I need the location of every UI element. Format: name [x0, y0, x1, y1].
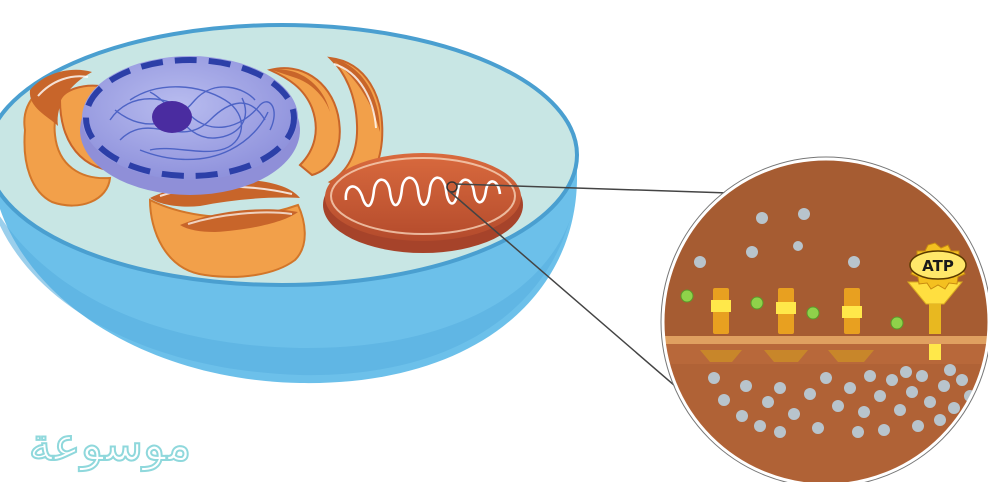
transport-protein: [764, 288, 808, 362]
transport-protein: [700, 288, 742, 362]
nucleolus: [152, 101, 192, 133]
golgi-apparatus-right: [267, 56, 384, 192]
cell-membrane-shade: [0, 216, 570, 376]
mitochondrion-inner-rim: [330, 157, 516, 235]
golgi-cisterna: [330, 58, 380, 132]
atp-badge-icon: ATP: [909, 242, 967, 290]
zoom-circle-outline: [660, 156, 988, 482]
inner-membrane: [663, 336, 988, 344]
golgi-cisterna: [272, 69, 330, 112]
mitochondrion-cristae: [344, 176, 502, 208]
inner-membrane-lower: [663, 344, 988, 364]
zoom-view: ATP: [660, 156, 988, 482]
ions: [680, 289, 904, 330]
mitochondrion: [323, 153, 523, 253]
golgi-cisterna-outline: [37, 75, 89, 97]
golgi-cisterna-outline: [333, 63, 377, 129]
mitochondrion-outer-membrane: [325, 153, 521, 241]
golgi-cisterna-outline: [187, 211, 293, 225]
atp-label: ATP: [922, 257, 954, 275]
zoom-circle-border: [661, 157, 988, 482]
atp-synthase-icon: [906, 281, 964, 360]
watermark-logo: موسوعة: [28, 416, 193, 473]
chromatin: [109, 86, 275, 161]
protons-lower: [708, 364, 976, 438]
transport-protein: [828, 288, 874, 362]
golgi-cisterna: [180, 209, 298, 232]
zoom-origin-marker: [446, 181, 458, 193]
watermark-text: موسوعة: [29, 417, 192, 472]
nucleus: [80, 56, 300, 195]
protons-upper: [694, 208, 860, 268]
nuclear-envelope: [83, 57, 297, 179]
